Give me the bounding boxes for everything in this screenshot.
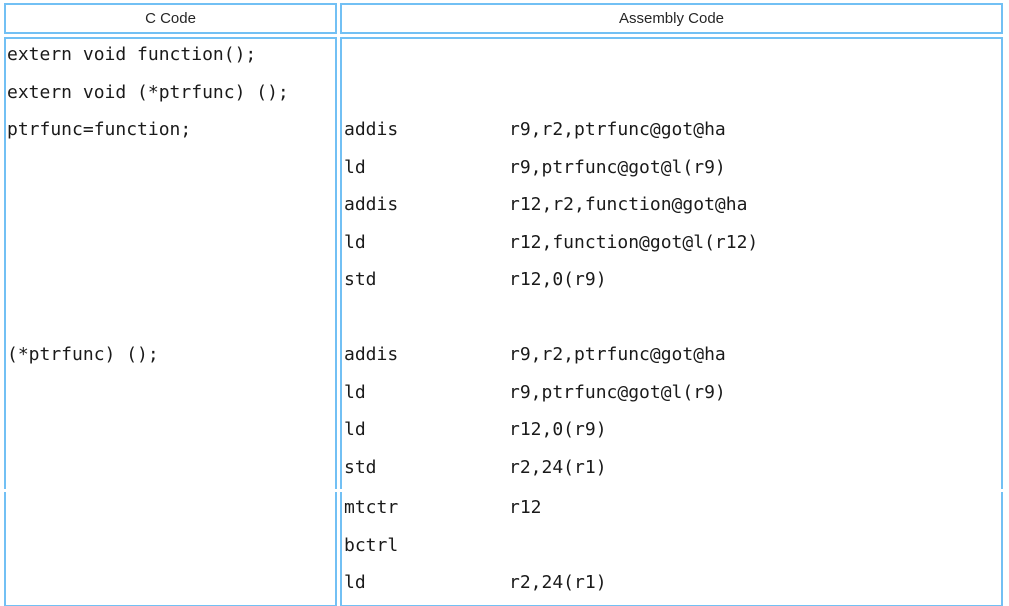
table-row: extern void function(); extern void (*pt… bbox=[4, 37, 1003, 489]
c-code-cell-continued bbox=[4, 492, 337, 606]
asm-operands: r12,0(r9) bbox=[509, 269, 607, 290]
asm-operands: r9,ptrfunc@got@l(r9) bbox=[509, 156, 726, 178]
asm-line: ld r2,24(r1) bbox=[344, 564, 1001, 602]
c-code-listing: extern void function(); extern void (*pt… bbox=[6, 36, 335, 374]
assembly-code-column-header: Assembly Code bbox=[340, 3, 1003, 34]
asm-mnemonic: std bbox=[344, 456, 377, 478]
asm-line: bctrl bbox=[344, 527, 1001, 565]
asm-mnemonic: ld bbox=[344, 419, 366, 440]
asm-line: addis r9,r2,ptrfunc@got@ha bbox=[344, 111, 1001, 149]
asm-line: std r12,0(r9) bbox=[344, 261, 1001, 299]
c-code-line: ptrfunc=function; bbox=[7, 119, 192, 140]
asm-operands: r9,ptrfunc@got@l(r9) bbox=[509, 381, 726, 403]
asm-mnemonic: bctrl bbox=[344, 534, 399, 556]
asm-mnemonic: ld bbox=[344, 231, 366, 253]
asm-mnemonic: addis bbox=[344, 194, 399, 215]
c-code-blank-line bbox=[7, 224, 335, 262]
c-code-blank-line bbox=[7, 261, 335, 299]
asm-mnemonic: mtctr bbox=[344, 497, 399, 518]
asm-line: mtctr r12 bbox=[344, 489, 1001, 527]
asm-line: std r2,24(r1) bbox=[344, 449, 1001, 487]
c-code-line: extern void function(); bbox=[7, 44, 257, 65]
asm-line: ld r12,0(r9) bbox=[344, 411, 1001, 449]
asm-mnemonic: addis bbox=[344, 344, 399, 365]
c-code-line: (*ptrfunc) (); bbox=[7, 344, 159, 365]
asm-line: addis r9,r2,ptrfunc@got@ha bbox=[344, 336, 1001, 374]
asm-mnemonic: ld bbox=[344, 156, 366, 178]
asm-operands: r9,r2,ptrfunc@got@ha bbox=[509, 344, 726, 365]
c-code-blank-line bbox=[7, 299, 335, 337]
asm-operands: r2,24(r1) bbox=[509, 572, 607, 593]
asm-mnemonic: ld bbox=[344, 572, 366, 593]
assembly-cell-top: addis r9,r2,ptrfunc@got@ha ld r9,ptrfunc@g… bbox=[340, 37, 1003, 489]
asm-operands: r12 bbox=[509, 497, 542, 518]
header-row: C Code Assembly Code bbox=[4, 3, 1003, 34]
c-code-column-header: C Code bbox=[4, 3, 337, 34]
assembly-cell-bottom: mtctr r12 bctrl ld r2,24(r1) bbox=[340, 492, 1003, 606]
asm-mnemonic: addis bbox=[344, 119, 399, 140]
asm-operands: r12,0(r9) bbox=[509, 419, 607, 440]
assembly-listing-top: addis r9,r2,ptrfunc@got@ha ld r9,ptrfunc@g… bbox=[342, 36, 1001, 486]
asm-blank-line bbox=[344, 74, 1001, 112]
asm-operands: r2,24(r1) bbox=[509, 456, 607, 478]
assembly-listing-bottom: mtctr r12 bctrl ld r2,24(r1) bbox=[342, 489, 1001, 602]
c-code-blank-line bbox=[7, 186, 335, 224]
asm-operands: r12,function@got@l(r12) bbox=[509, 231, 759, 253]
table-row: mtctr r12 bctrl ld r2,24(r1) bbox=[4, 492, 1003, 606]
asm-line: ld r12,function@got@l(r12) bbox=[344, 224, 1001, 262]
asm-blank-line bbox=[344, 299, 1001, 337]
asm-operands: r9,r2,ptrfunc@got@ha bbox=[509, 119, 726, 140]
asm-line: addis r12,r2,function@got@ha bbox=[344, 186, 1001, 224]
asm-mnemonic: ld bbox=[344, 381, 366, 403]
c-code-line: extern void (*ptrfunc) (); bbox=[7, 81, 289, 103]
asm-line: ld r9,ptrfunc@got@l(r9) bbox=[344, 149, 1001, 187]
c-code-cell: extern void function(); extern void (*pt… bbox=[4, 37, 337, 489]
c-code-blank-line bbox=[7, 149, 335, 187]
asm-line: ld r9,ptrfunc@got@l(r9) bbox=[344, 374, 1001, 412]
asm-blank-line bbox=[344, 36, 1001, 74]
asm-operands: r12,r2,function@got@ha bbox=[509, 194, 748, 215]
asm-mnemonic: std bbox=[344, 269, 377, 290]
